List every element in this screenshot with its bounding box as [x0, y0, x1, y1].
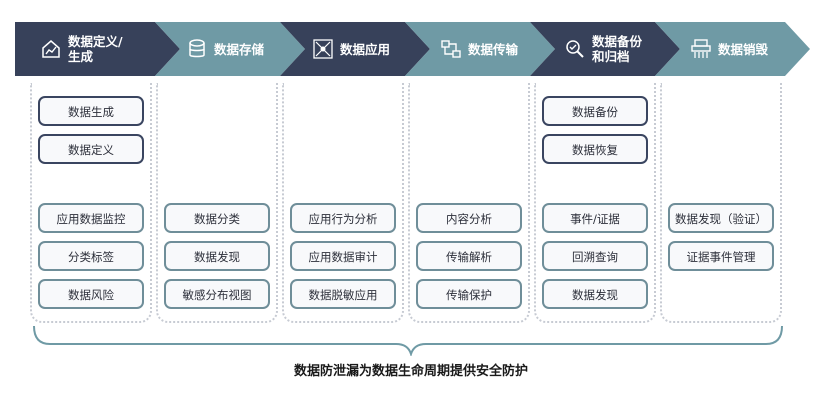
column-2: 数据分类 数据发现 敏感分布视图 — [156, 83, 278, 323]
stage-2: 数据存储 — [186, 22, 264, 76]
item-transfer-protect: 传输保护 — [416, 279, 522, 309]
stage-5-label: 数据备份 和归档 — [592, 34, 643, 64]
item-data-define: 数据定义 — [38, 134, 144, 164]
item-data-risk: 数据风险 — [38, 279, 144, 309]
item-trace-query: 回溯查询 — [542, 241, 648, 271]
data-define-icon — [42, 40, 60, 58]
lifecycle-banner — [15, 22, 810, 76]
stage-4-label: 数据传输 — [468, 41, 519, 57]
bracket — [33, 325, 783, 356]
item-data-backup: 数据备份 — [542, 96, 648, 126]
stage-arrow-4 — [405, 22, 555, 76]
column-4: 内容分析 传输解析 传输保护 — [408, 83, 530, 323]
stage-arrow-5 — [530, 22, 680, 76]
stage-arrow-6 — [655, 22, 810, 76]
item-discover-verify: 数据发现（验证） — [668, 203, 774, 233]
database-icon — [189, 39, 205, 58]
column-3: 应用行为分析 应用数据审计 数据脱敏应用 — [282, 83, 404, 323]
item-classify-tag: 分类标签 — [38, 241, 144, 271]
stage-5: 数据备份 和归档 — [564, 22, 642, 76]
caption: 数据防泄漏为数据生命周期提供安全防护 — [293, 364, 528, 379]
stage-1-label: 数据定义/ 生成 — [68, 34, 123, 64]
stage-6: 数据销毁 — [690, 22, 768, 76]
item-event-evidence: 事件/证据 — [542, 203, 648, 233]
item-data-classify: 数据分类 — [164, 203, 270, 233]
item-evidence-manage: 证据事件管理 — [668, 241, 774, 271]
stage-1: 数据定义/ 生成 — [40, 22, 123, 76]
stage-2-label: 数据存储 — [214, 41, 265, 57]
column-6: 数据发现（验证） 证据事件管理 — [660, 83, 782, 323]
stage-4: 数据传输 — [440, 22, 518, 76]
network-apply-icon — [313, 39, 333, 59]
backup-archive-icon — [566, 40, 584, 58]
transfer-icon — [441, 40, 461, 58]
column-5: 数据备份 数据恢复 事件/证据 回溯查询 数据发现 — [534, 83, 656, 323]
item-app-audit: 应用数据审计 — [290, 241, 396, 271]
item-data-generate: 数据生成 — [38, 96, 144, 126]
item-data-discover: 数据发现 — [164, 241, 270, 271]
stage-arrow-2 — [155, 22, 305, 76]
stage-3: 数据应用 — [312, 22, 390, 76]
item-transfer-parse: 传输解析 — [416, 241, 522, 271]
item-data-restore: 数据恢复 — [542, 134, 648, 164]
item-content-analysis: 内容分析 — [416, 203, 522, 233]
item-app-data-monitor: 应用数据监控 — [38, 203, 144, 233]
stage-arrow-1 — [15, 22, 180, 76]
stage-arrow-3 — [280, 22, 430, 76]
item-desensitize: 数据脱敏应用 — [290, 279, 396, 309]
item-sensitive-view: 敏感分布视图 — [164, 279, 270, 309]
stage-3-label: 数据应用 — [340, 41, 391, 57]
item-data-discover-2: 数据发现 — [542, 279, 648, 309]
item-app-behavior: 应用行为分析 — [290, 203, 396, 233]
column-1: 数据生成 数据定义 应用数据监控 分类标签 数据风险 — [30, 83, 152, 323]
stage-6-label: 数据销毁 — [718, 41, 769, 57]
shredder-icon — [691, 39, 711, 58]
